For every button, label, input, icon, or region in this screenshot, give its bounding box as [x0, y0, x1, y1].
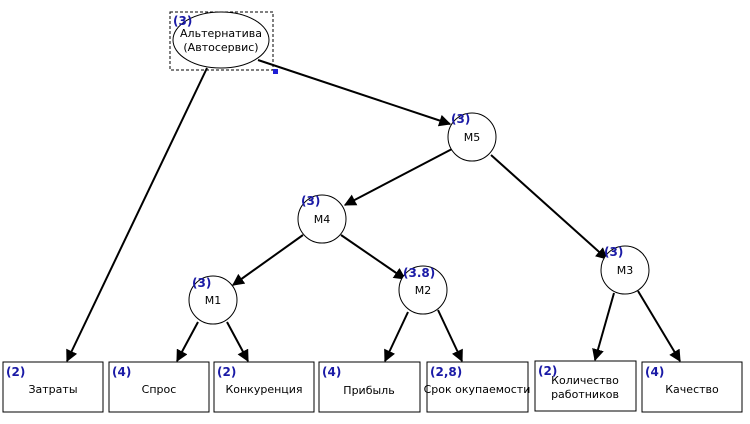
leaf-spros-label: Спрос: [142, 383, 177, 396]
leaf-srok-score: (2,8): [430, 365, 462, 379]
leaf-zatraty-box: [2, 361, 104, 413]
node-m5[interactable]: M5 (3): [447, 112, 497, 162]
node-m1-circle: [188, 275, 238, 325]
edge-m3-kachestvo: [637, 290, 681, 363]
root-ellipse: [172, 11, 270, 69]
edge-m2-pribyl: [384, 311, 409, 363]
leaf-konkurencia[interactable]: Конкуренция (2): [213, 361, 315, 413]
edge-m2-srok: [437, 309, 463, 363]
root-score: (3): [173, 14, 192, 28]
edge-m4-m2: [340, 234, 406, 280]
root-label-line2: (Автосервис): [183, 41, 258, 54]
node-m3-score: (3): [604, 245, 623, 259]
node-m4-score: (3): [301, 194, 320, 208]
node-m3-circle: [600, 245, 650, 295]
node-m4-circle: [297, 194, 347, 244]
node-m2-label: M2: [415, 284, 432, 297]
leaf-kolichestvo-label-line2: работников: [551, 388, 619, 401]
leaf-spros[interactable]: Спрос (4): [108, 361, 210, 413]
leaf-konkurencia-score: (2): [217, 365, 236, 379]
node-m3[interactable]: M3 (3): [600, 245, 650, 295]
node-m5-label: M5: [464, 131, 481, 144]
node-m5-score: (3): [451, 112, 470, 126]
edge-m3-kolichestvo: [592, 292, 615, 362]
node-m4[interactable]: M4 (3): [297, 194, 347, 244]
leaf-zatraty-score: (2): [6, 365, 25, 379]
leaf-kachestvo[interactable]: Качество (4): [641, 361, 743, 413]
leaf-spros-score: (4): [112, 365, 131, 379]
node-m3-label: M3: [617, 264, 634, 277]
node-m1-label: M1: [205, 294, 222, 307]
node-m2-circle: [398, 265, 448, 315]
leaf-zatraty-label: Затраты: [28, 383, 77, 396]
selection-handle[interactable]: [273, 69, 278, 74]
edge-m1-spros: [176, 321, 199, 363]
node-m2-score: (3.8): [403, 266, 435, 280]
leaf-spros-box: [108, 361, 210, 413]
leaf-konkurencia-box: [213, 361, 315, 413]
leaf-pribyl[interactable]: Прибыль (4): [318, 361, 421, 413]
leaf-kolichestvo[interactable]: Количество работников (2): [534, 360, 637, 412]
edge-m5-m3: [490, 154, 608, 260]
node-m4-label: M4: [314, 213, 331, 226]
leaf-kachestvo-box: [641, 361, 743, 413]
edge-root-zatraty: [66, 67, 208, 363]
edge-m4-m1: [232, 234, 304, 286]
node-m1[interactable]: M1 (3): [188, 275, 238, 325]
edge-root-m5: [257, 59, 452, 127]
root-label-line1: Альтернатива: [180, 27, 262, 40]
leaf-pribyl-box: [318, 361, 421, 413]
leaf-konkurencia-label: Конкуренция: [225, 383, 302, 396]
edge-m5-m4: [343, 148, 453, 206]
leaf-kolichestvo-score: (2): [538, 364, 557, 378]
leaf-pribyl-label: Прибыль: [343, 384, 394, 397]
leaf-kachestvo-score: (4): [645, 365, 664, 379]
leaf-zatraty[interactable]: Затраты (2): [2, 361, 104, 413]
leaf-kachestvo-label: Качество: [665, 383, 719, 396]
node-m2[interactable]: M2 (3.8): [398, 265, 448, 315]
node-m1-score: (3): [192, 276, 211, 290]
leaf-srok[interactable]: Срок окупаемости (2,8): [424, 361, 531, 413]
root-node[interactable]: Альтернатива (Автосервис) (3): [169, 11, 278, 74]
edge-m1-konkurencia: [226, 321, 249, 363]
edges: [66, 59, 681, 363]
leaf-pribyl-score: (4): [322, 365, 341, 379]
leaf-srok-box: [426, 361, 529, 413]
leaf-srok-label: Срок окупаемости: [424, 383, 531, 396]
leaf-kolichestvo-label-line1: Количество: [551, 374, 619, 387]
node-m5-circle: [447, 112, 497, 162]
leaf-kolichestvo-box: [534, 360, 637, 412]
